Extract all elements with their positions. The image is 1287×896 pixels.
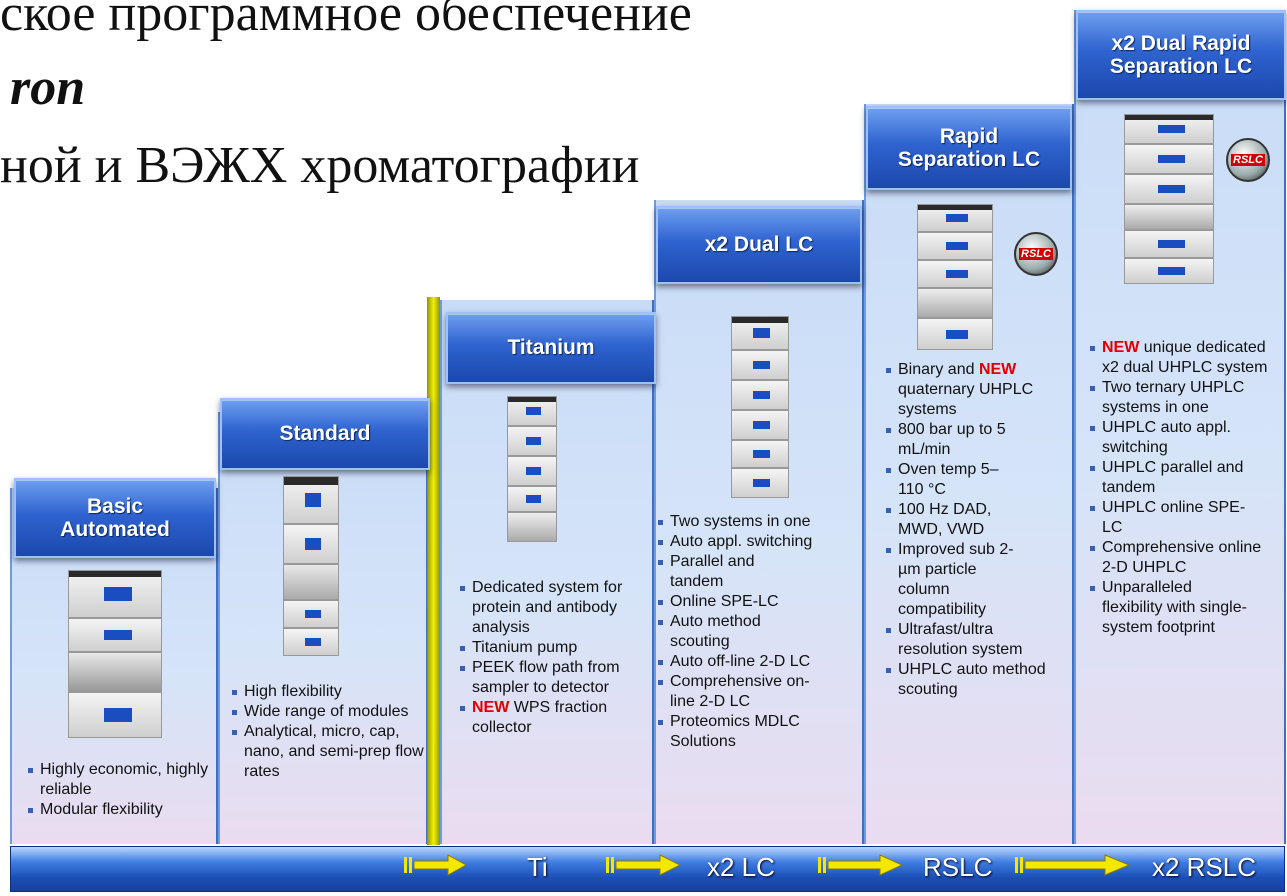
feature-list-standard: High flexibility Wide range of modules A… [232,682,428,782]
list-item: PEEK flow path from sampler to detector [460,658,646,698]
list-item: High flexibility [232,682,428,702]
arrow-right-icon [1015,854,1129,876]
new-badge: NEW [472,699,510,716]
feature-list-titanium: Dedicated system for protein and antibod… [460,578,646,738]
header-rapid-separation-lc: Rapid Separation LC [866,106,1072,190]
list-item: UHPLC auto method scouting [886,660,1058,700]
list-item: Auto method scouting [658,612,800,652]
feature-list-x2-dual-lc: Two systems in one Auto appl. switching … [658,512,858,752]
list-item: Ultrafast/ultra resolution system [886,620,1028,660]
list-item: 800 bar up to 5 mL/min [886,420,1008,460]
list-item: 100 Hz DAD, MWD, VWD [886,500,1018,540]
feature-list-x2-dual-rapid-separation-lc: NEW unique dedicated x2 dual UHPLC syste… [1090,338,1280,638]
timeline-label-x2-rslc: x2 RSLC [1152,852,1257,882]
list-item: Auto appl. switching [658,532,858,552]
instrument-image [68,570,162,738]
list-item: Binary and NEW quaternary UHPLC systems [886,360,1062,420]
new-badge: NEW [978,361,1017,378]
feature-list-rapid-separation-lc: Binary and NEW quaternary UHPLC systems … [886,360,1062,700]
arrow-right-icon [404,854,466,876]
column-x2-dual-lc [654,200,864,844]
title-line-1: ское программное обеспечение [0,0,692,42]
instrument-image [917,204,993,350]
instrument-image [731,316,789,498]
timeline-label-rslc: RSLC [923,852,993,882]
list-item: Two ternary UHPLC systems in one [1090,378,1280,418]
header-titanium: Titanium [446,312,656,384]
timeline-label-x2-lc: x2 LC [707,852,775,882]
rslc-logo-icon: RSLC [1014,232,1058,276]
column-titanium [440,300,654,844]
list-item: Proteomics MDLC Solutions [658,712,840,752]
list-item: Wide range of modules [232,702,428,722]
list-item: Auto off-line 2-D LC [658,652,858,672]
new-badge: NEW [1102,339,1140,356]
list-item: Improved sub 2-µm particle column compat… [886,540,1028,620]
yellow-divider [427,297,440,845]
list-item: NEW WPS fraction collector [460,698,646,738]
instrument-image [283,476,339,656]
header-x2-dual-lc: x2 Dual LC [656,206,862,284]
list-item: Unparalleled flexibility with single-sys… [1090,578,1252,638]
list-item: Comprehensive on-line 2-D LC [658,672,830,712]
rslc-logo-icon: RSLC [1226,138,1270,182]
list-item: UHPLC online SPE-LC [1090,498,1252,538]
list-item: Oven temp 5– 110 °C [886,460,1008,500]
timeline-label-ti: Ti [527,852,548,882]
header-basic-automated: Basic Automated [14,478,216,558]
arrow-right-icon [818,854,902,876]
list-item: Dedicated system for protein and antibod… [460,578,646,638]
instrument-image [507,396,557,542]
list-item: Titanium pump [460,638,646,658]
list-item: Comprehensive online 2-D UHPLC [1090,538,1272,578]
list-item: UHPLC parallel and tandem [1090,458,1262,498]
feature-list-basic-automated: Highly economic, highly reliable Modular… [28,760,214,820]
header-x2-dual-rapid-separation-lc: x2 Dual Rapid Separation LC [1076,10,1286,100]
list-item: Analytical, micro, cap, nano, and semi-p… [232,722,428,782]
arrow-right-icon [606,854,680,876]
list-item: Two systems in one [658,512,858,532]
list-item: Highly economic, highly reliable [28,760,214,800]
title-line-2: ron [10,59,86,116]
list-item: Modular flexibility [28,800,214,820]
list-item: Online SPE-LC [658,592,858,612]
list-item: NEW unique dedicated x2 dual UHPLC syste… [1090,338,1272,378]
list-item: UHPLC auto appl. switching [1090,418,1252,458]
title-line-3: ной и ВЭЖХ хроматографии [0,137,640,194]
instrument-image [1124,114,1214,284]
header-standard: Standard [220,398,430,470]
list-item: Parallel and tandem [658,552,800,592]
